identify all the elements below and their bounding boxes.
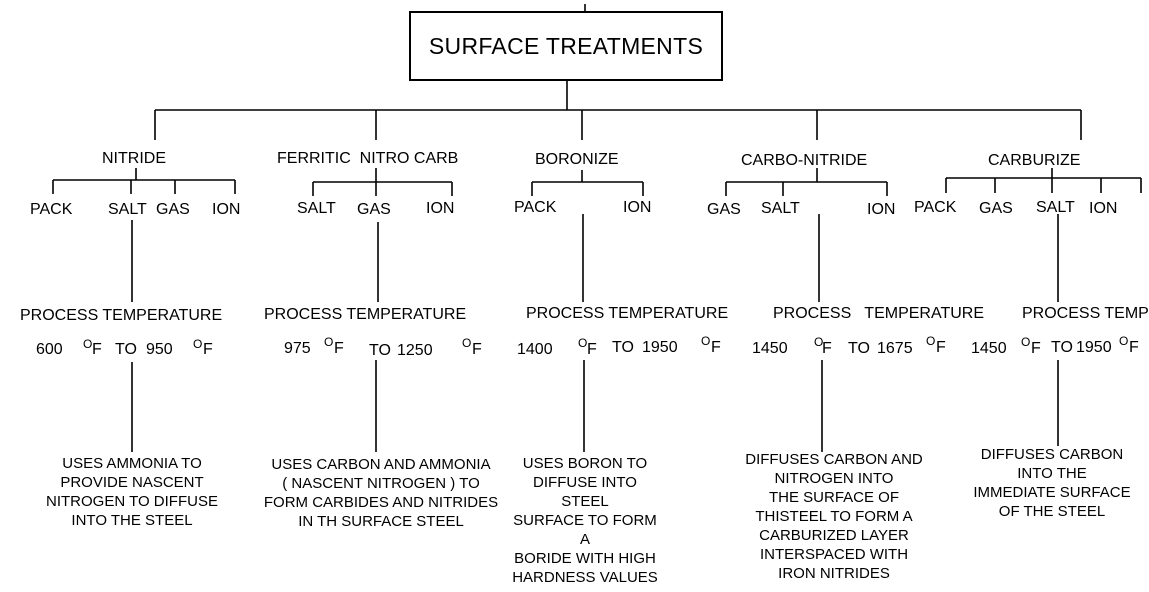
method-label: SALT <box>761 200 800 217</box>
branch-nitride-label: NITRIDE <box>102 150 166 167</box>
temp-unit: F <box>334 340 344 357</box>
degree-symbol: O <box>462 336 472 350</box>
method-label: SALT <box>108 201 147 218</box>
degree-symbol: O <box>701 334 711 348</box>
description-nitride: USES AMMONIA TO PROVIDE NASCENT NITROGEN… <box>46 455 218 529</box>
degree-symbol: O <box>1119 334 1129 348</box>
method-label: SALT <box>297 200 336 217</box>
title-box: SURFACE TREATMENTS <box>409 11 723 81</box>
branch-boronize-label: BORONIZE <box>535 151 619 168</box>
method-label: SALT <box>1036 199 1075 216</box>
temp-high: 950 <box>146 341 173 358</box>
temp-unit: F <box>711 339 721 356</box>
temp-low: 600 <box>36 341 63 358</box>
description-carburize: DIFFUSES CARBON INTO THE IMMEDIATE SURFA… <box>973 446 1131 520</box>
temp-high: 1950 <box>642 339 678 356</box>
temp-unit: F <box>1031 340 1041 357</box>
method-label: PACK <box>514 199 557 216</box>
process-temperature-label: PROCESS TEMPERATURE <box>20 307 223 324</box>
method-label: ION <box>1089 200 1118 217</box>
temp-unit: F <box>936 339 946 356</box>
degree-symbol: O <box>1021 335 1031 349</box>
diagram-title: SURFACE TREATMENTS <box>428 32 704 59</box>
method-label: PACK <box>914 199 957 216</box>
temp-high: 1950 <box>1076 339 1112 356</box>
temp-separator: TO <box>115 341 137 358</box>
method-label: GAS <box>979 200 1013 217</box>
temp-low: 1450 <box>971 340 1007 357</box>
temp-unit: F <box>92 341 102 358</box>
description-ferritic: USES CARBON AND AMMONIA ( NASCENT NITROG… <box>263 456 499 530</box>
degree-symbol: O <box>324 335 334 349</box>
method-label: GAS <box>707 201 741 218</box>
temp-low: 1400 <box>517 341 553 358</box>
temp-unit: F <box>587 341 597 358</box>
temp-unit: F <box>203 341 213 358</box>
description-carbonitride: DIFFUSES CARBON AND NITROGEN INTO THE SU… <box>745 451 923 582</box>
temp-separator: TO <box>612 339 634 356</box>
temp-high: 1250 <box>397 342 433 359</box>
temp-separator: TO <box>1051 339 1073 356</box>
degree-symbol: O <box>926 334 936 348</box>
temp-high: 1675 <box>877 340 913 357</box>
branch-carburize-label: CARBURIZE <box>988 152 1081 169</box>
method-label: ION <box>426 200 455 217</box>
degree-symbol: O <box>83 337 93 351</box>
method-label: ION <box>867 201 896 218</box>
temp-unit: F <box>472 341 482 358</box>
branch-ferritic-label: FERRITIC NITRO CARB <box>277 150 459 167</box>
temp-unit: F <box>1129 339 1139 356</box>
temp-separator: TO <box>369 342 391 359</box>
method-label: GAS <box>357 201 391 218</box>
method-label: GAS <box>156 201 190 218</box>
temp-unit: F <box>822 340 832 357</box>
process-temperature-label: PROCESS TEMP <box>1022 305 1149 322</box>
method-label: ION <box>212 201 241 218</box>
temp-separator: TO <box>848 340 870 357</box>
process-temperature-label: PROCESS TEMPERATURE <box>264 306 467 323</box>
process-temperature-label: PROCESS TEMPERATURE <box>526 305 729 322</box>
method-label: ION <box>623 199 652 216</box>
temp-low: 1450 <box>752 340 788 357</box>
degree-symbol: O <box>814 335 824 349</box>
branch-carbonitride-label: CARBO-NITRIDE <box>741 152 868 169</box>
method-label: PACK <box>30 201 73 218</box>
process-temperature-label: PROCESS TEMPERATURE <box>773 305 984 322</box>
degree-symbol: O <box>578 336 588 350</box>
degree-symbol: O <box>193 337 203 351</box>
description-boronize: USES BORON TO DIFFUSE INTO STEEL SURFACE… <box>512 455 658 586</box>
temp-low: 975 <box>284 340 311 357</box>
